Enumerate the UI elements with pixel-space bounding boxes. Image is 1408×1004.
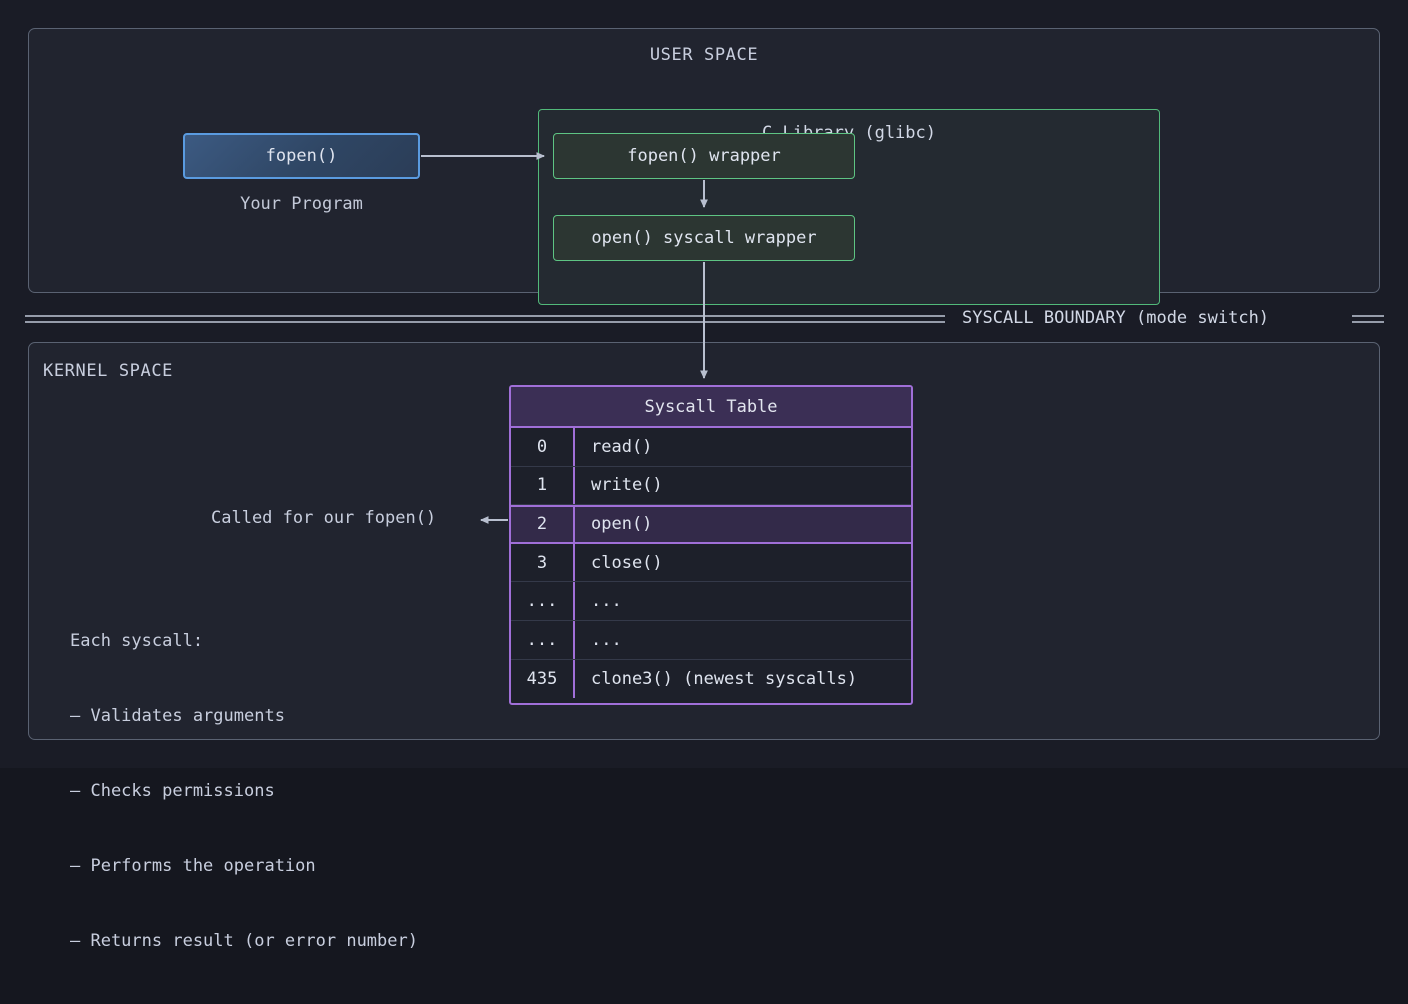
your-program-caption: Your Program <box>183 194 420 214</box>
syscall-number-cell: 435 <box>511 660 575 699</box>
syscall-number-cell: 2 <box>511 507 575 542</box>
each-syscall-notes: Each syscall: – Validates arguments – Ch… <box>70 579 418 1004</box>
notes-heading: Each syscall: <box>70 629 418 654</box>
syscall-name-cell: close() <box>575 544 911 582</box>
notes-item: – Returns result (or error number) <box>70 929 418 954</box>
syscall-table: Syscall Table 0read()1write()2open()3clo… <box>509 385 913 705</box>
syscall-name-cell: write() <box>575 467 911 505</box>
syscall-name-cell: ... <box>575 582 911 620</box>
syscall-number-cell: 0 <box>511 428 575 466</box>
syscall-name-cell: read() <box>575 428 911 466</box>
syscall-row[interactable]: 1write() <box>511 467 911 506</box>
syscall-name-cell: clone3() (newest syscalls) <box>575 660 911 699</box>
syscall-number-cell: 3 <box>511 544 575 582</box>
syscall-row[interactable]: 0read() <box>511 428 911 467</box>
fopen-wrapper-node[interactable]: fopen() wrapper <box>553 133 855 179</box>
diagram-canvas: USER SPACE C Library (glibc) fopen() You… <box>0 0 1408 768</box>
syscall-boundary: SYSCALL BOUNDARY (mode switch) <box>0 300 1408 340</box>
called-for-callout: Called for our fopen() <box>211 508 436 528</box>
user-space-title: USER SPACE <box>29 45 1379 65</box>
syscall-boundary-label: SYSCALL BOUNDARY (mode switch) <box>962 308 1269 328</box>
syscall-row[interactable]: 435clone3() (newest syscalls) <box>511 660 911 699</box>
syscall-name-cell: ... <box>575 621 911 659</box>
notes-item: – Validates arguments <box>70 704 418 729</box>
syscall-row[interactable]: ...... <box>511 582 911 621</box>
syscall-table-body: 0read()1write()2open()3close()..........… <box>511 428 911 698</box>
notes-item: – Checks permissions <box>70 779 418 804</box>
syscall-name-cell: open() <box>575 507 911 542</box>
syscall-table-title: Syscall Table <box>511 387 911 428</box>
syscall-row-selected[interactable]: 2open() <box>511 505 911 544</box>
syscall-number-cell: 1 <box>511 467 575 505</box>
syscall-row[interactable]: ...... <box>511 621 911 660</box>
syscall-row[interactable]: 3close() <box>511 544 911 583</box>
syscall-number-cell: ... <box>511 621 575 659</box>
syscall-number-cell: ... <box>511 582 575 620</box>
fopen-user-node[interactable]: fopen() <box>183 133 420 179</box>
notes-item: – Performs the operation <box>70 854 418 879</box>
kernel-space-title: KERNEL SPACE <box>43 361 173 381</box>
open-syscall-wrapper-node[interactable]: open() syscall wrapper <box>553 215 855 261</box>
